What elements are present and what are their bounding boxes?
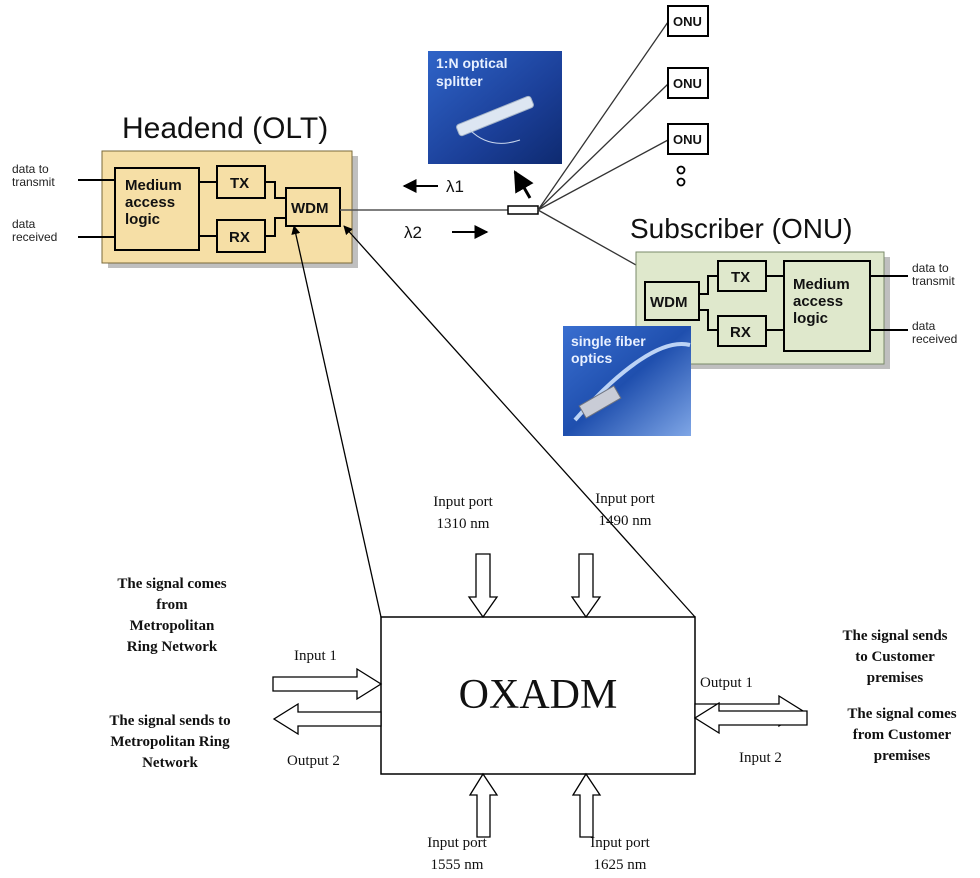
input-port-1555-arrow bbox=[468, 772, 499, 838]
input-port-1625-label: Input port bbox=[590, 835, 650, 851]
onu-mac-block bbox=[783, 260, 871, 352]
splitter-photo-label: 1:N optical bbox=[436, 55, 508, 71]
olt-box bbox=[101, 150, 353, 264]
customer-in-caption: The signal comes bbox=[847, 706, 956, 722]
metro-in-caption-4: Ring Network bbox=[127, 639, 218, 655]
onu-label-3: ONU bbox=[673, 132, 702, 147]
olt-tx-wdm-link bbox=[265, 181, 286, 199]
lambda1-label: λ1 bbox=[446, 177, 464, 196]
customer-in-caption-3: premises bbox=[874, 748, 931, 764]
olt-rx-wdm-link bbox=[265, 217, 286, 237]
splitter-branch-subscriber bbox=[537, 209, 646, 271]
olt-rx-label: RX bbox=[229, 229, 250, 246]
onu-wdm-block bbox=[644, 281, 700, 321]
olt-mac-label-2: access bbox=[125, 194, 175, 211]
splitter-branch-onu-2 bbox=[537, 83, 669, 211]
onu-rx-label: RX bbox=[730, 324, 751, 341]
onu-mac-label-3: logic bbox=[793, 310, 828, 327]
lambda2-label: λ2 bbox=[404, 223, 422, 242]
onu-box-2 bbox=[667, 67, 709, 99]
customer-out-caption: The signal sends bbox=[842, 628, 947, 644]
onu-ellipsis-dot-1 bbox=[676, 165, 686, 175]
fiber-optics-photo: single fiber optics bbox=[563, 326, 691, 436]
onu-data-received-label-2: received bbox=[912, 332, 957, 346]
input-port-1490-arrow bbox=[570, 553, 602, 619]
onu-label-1: ONU bbox=[673, 14, 702, 29]
onu-wdm-rx-link bbox=[699, 309, 718, 331]
metro-out-caption-2: Metropolitan Ring bbox=[110, 734, 230, 750]
olt-mac-block bbox=[114, 167, 200, 251]
output-2-label: Output 2 bbox=[287, 753, 340, 769]
input-port-1625-arrow bbox=[571, 772, 602, 838]
input-1-arrow bbox=[272, 667, 383, 701]
onu-data-to-transmit-label-2: transmit bbox=[912, 274, 955, 288]
output-1-label: Output 1 bbox=[700, 675, 753, 691]
metro-out-caption: The signal sends to bbox=[109, 713, 230, 729]
oxadm-block bbox=[380, 616, 696, 775]
onu-data-received-label: data bbox=[912, 319, 936, 333]
input-2-arrow bbox=[693, 701, 808, 735]
input-port-1490-label-2: 1490 nm bbox=[599, 513, 652, 529]
onu-mac-label: Medium bbox=[793, 276, 850, 293]
olt-wdm-label: WDM bbox=[291, 200, 329, 217]
olt-tx-label: TX bbox=[230, 175, 249, 192]
olt-wdm-block bbox=[285, 187, 341, 227]
metro-in-caption-3: Metropolitan bbox=[130, 618, 215, 634]
onu-wdm-label: WDM bbox=[650, 294, 688, 311]
oxadm-label: OXADM bbox=[459, 672, 618, 718]
splitter-photo-label-2: splitter bbox=[436, 73, 483, 89]
metro-out-caption-3: Network bbox=[142, 755, 198, 771]
subscriber-title: Subscriber (ONU) bbox=[630, 213, 852, 244]
fiber-photo-label-2: optics bbox=[571, 350, 612, 366]
olt-data-received-label-2: received bbox=[12, 230, 57, 244]
customer-out-caption-2: to Customer bbox=[855, 649, 935, 665]
splitter-branch-onu-1 bbox=[537, 21, 669, 211]
input-port-1555-label-2: 1555 nm bbox=[431, 857, 484, 873]
oxadm-to-wdm-left-line bbox=[291, 225, 382, 618]
onu-mac-label-2: access bbox=[793, 293, 843, 310]
input-port-1310-label-2: 1310 nm bbox=[437, 516, 490, 532]
input-port-1555-label: Input port bbox=[427, 835, 487, 851]
input-port-1310-label: Input port bbox=[433, 494, 493, 510]
oxadm-to-wdm-right-line bbox=[343, 225, 696, 618]
customer-in-caption-2: from Customer bbox=[853, 727, 952, 743]
olt-data-received-label: data bbox=[12, 217, 36, 231]
olt-data-to-transmit-label: data to bbox=[12, 162, 49, 176]
optical-splitter bbox=[507, 205, 539, 215]
input-2-label: Input 2 bbox=[739, 750, 782, 766]
output-2-arrow bbox=[272, 702, 382, 736]
onu-box-1 bbox=[667, 5, 709, 37]
input-1-label: Input 1 bbox=[294, 648, 337, 664]
fiber-photo-label: single fiber bbox=[571, 333, 646, 349]
splitter-branch-onu-3 bbox=[537, 139, 669, 211]
input-port-1490-label: Input port bbox=[595, 491, 655, 507]
olt-mac-label-3: logic bbox=[125, 211, 160, 228]
splitter-pointer-arrow bbox=[513, 170, 534, 199]
metro-in-caption: The signal comes bbox=[117, 576, 226, 592]
headend-title: Headend (OLT) bbox=[122, 112, 328, 145]
onu-ellipsis-dot-2 bbox=[676, 177, 686, 187]
splitter-photo: 1:N optical splitter bbox=[428, 51, 562, 164]
olt-mac-label: Medium bbox=[125, 177, 182, 194]
input-port-1625-label-2: 1625 nm bbox=[594, 857, 647, 873]
input-port-1310-arrow bbox=[467, 553, 499, 619]
onu-wdm-tx-link bbox=[699, 275, 718, 295]
onu-box-3 bbox=[667, 123, 709, 155]
customer-out-caption-3: premises bbox=[867, 670, 924, 686]
onu-tx-label: TX bbox=[731, 269, 750, 286]
olt-data-to-transmit-label-2: transmit bbox=[12, 175, 55, 189]
onu-data-to-transmit-label: data to bbox=[912, 261, 949, 275]
metro-in-caption-2: from bbox=[156, 597, 188, 613]
onu-label-2: ONU bbox=[673, 76, 702, 91]
